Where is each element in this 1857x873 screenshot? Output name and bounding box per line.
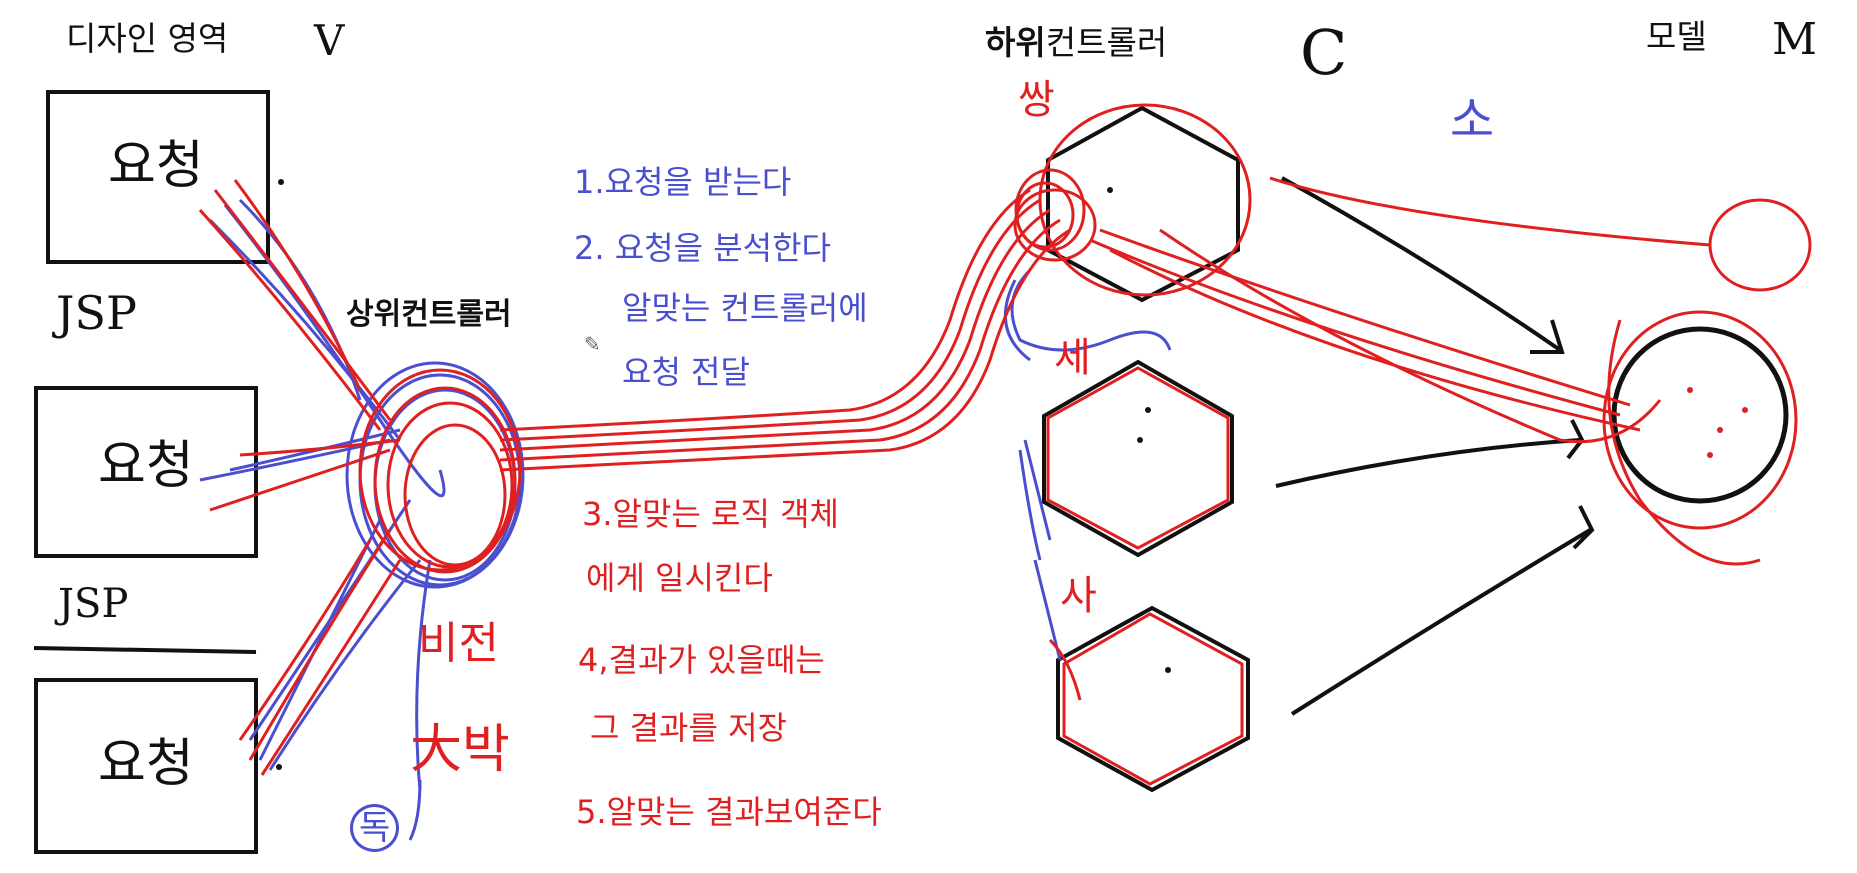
- step-2-detail-line2: 요청 전달: [622, 353, 750, 391]
- sigh-note: 소: [1450, 92, 1495, 148]
- step-5-text: 5.알맞는 결과보여준다: [576, 793, 882, 831]
- controller-hexagon-1: [1046, 105, 1240, 303]
- daebak-note: 大박: [410, 720, 510, 780]
- dots: [276, 179, 1171, 770]
- request-text-3: 요청: [98, 734, 194, 794]
- request-text-2: 요청: [98, 436, 194, 496]
- red-dots: [1687, 387, 1748, 458]
- view-box-3-cap: [33, 646, 257, 654]
- lower-prefix: 하위: [985, 23, 1046, 62]
- arrow-1: [1281, 176, 1562, 352]
- model-mark: M: [1772, 14, 1818, 65]
- step-4-text: 4,결과가 있을때는: [578, 641, 825, 679]
- red-scribble-lines: [198, 103, 1812, 786]
- bicheon-note: 비전: [418, 618, 499, 669]
- arrow-1-head: [1530, 319, 1565, 354]
- dok-note: 독: [350, 804, 400, 852]
- model-circle: [1611, 326, 1789, 504]
- upper-controller-label: 상위컨트롤러: [346, 297, 512, 332]
- se-note: 세: [1054, 335, 1091, 381]
- view-box-2: [34, 386, 258, 558]
- controller-hexagon-2: [1042, 359, 1234, 558]
- controller-hexagon-3: [1056, 605, 1250, 793]
- lower-controller-label: 하위컨트롤러: [985, 26, 1167, 59]
- ssang-note: 쌍: [1018, 77, 1055, 123]
- arrow-2: [1275, 438, 1581, 488]
- design-area-label: 디자인 영역: [66, 19, 229, 58]
- pencil-icon: ✎: [584, 332, 601, 356]
- view-box-1: [46, 90, 270, 264]
- model-label: 모델: [1646, 17, 1707, 56]
- step-2-detail-line1: 알맞는 컨트롤러에: [622, 289, 868, 327]
- step-2-text: 2. 요청을 분석한다: [574, 229, 831, 267]
- step-3-detail: 에게 일시킨다: [586, 559, 773, 597]
- jsp-note-2: JSP: [58, 581, 129, 627]
- step-1-text: 1.요청을 받는다: [574, 163, 792, 201]
- arrow-3: [1290, 528, 1592, 716]
- sa-note: 사: [1060, 573, 1097, 619]
- view-box-3: [34, 678, 258, 854]
- jsp-note-1: JSP: [56, 286, 137, 340]
- lower-suffix: 컨트롤러: [1045, 23, 1168, 62]
- view-mark: V: [314, 16, 345, 65]
- arrow-2-head: [1566, 419, 1585, 460]
- step-4-detail: 그 결과를 저장: [590, 709, 787, 747]
- arrow-3-head: [1572, 505, 1595, 550]
- step-3-text: 3.알맞는 로직 객체: [582, 495, 839, 533]
- request-text-1: 요청: [108, 136, 204, 196]
- controller-mark: C: [1300, 16, 1348, 89]
